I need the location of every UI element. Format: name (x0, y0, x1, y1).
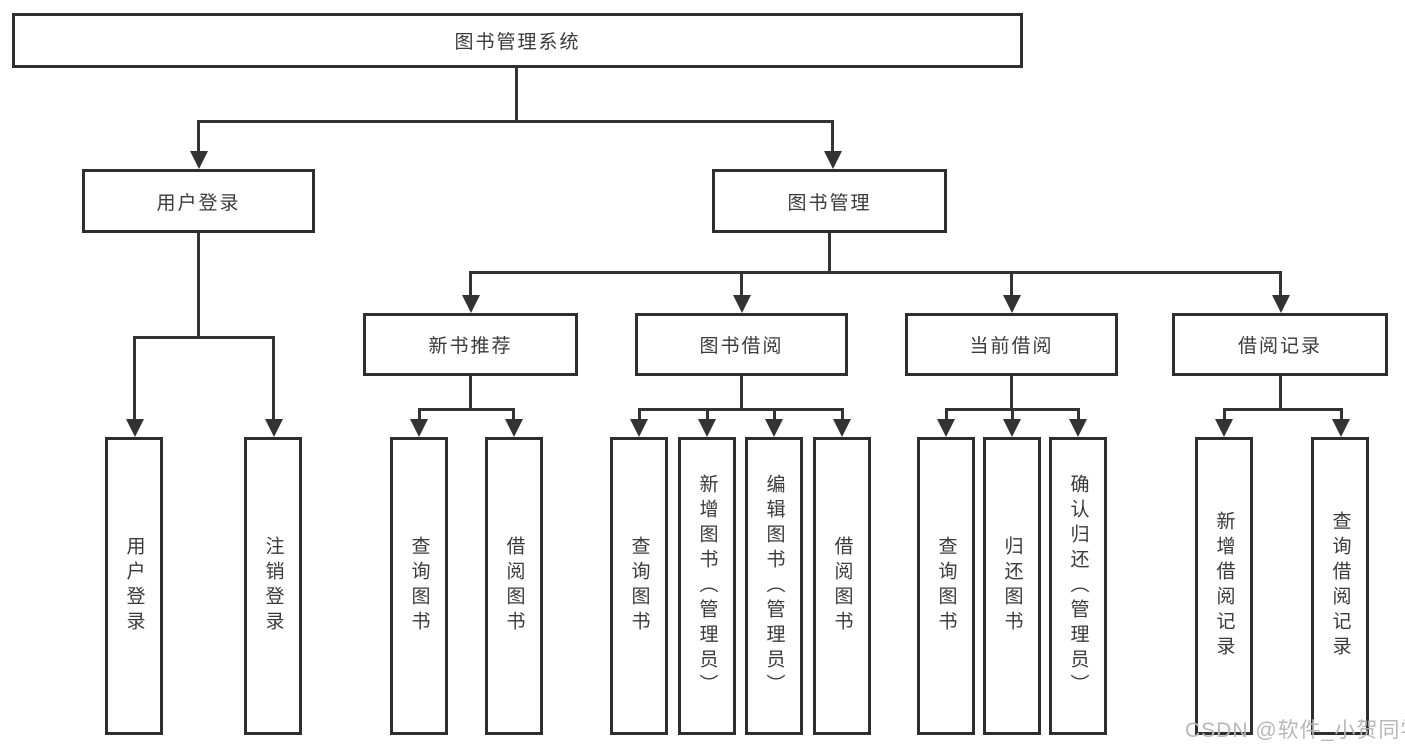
arrow-to-borrow-leaf3 (765, 419, 783, 437)
connector-root-stem (515, 68, 518, 120)
connector-recommend-leaf1-stem (418, 408, 421, 420)
node-user-login: 用户登录 (82, 169, 315, 233)
connector-login-leaf1-stem (133, 336, 136, 420)
node-borrow-record: 借阅记录 (1172, 313, 1388, 376)
connector-level3-rail (469, 271, 1282, 274)
leaf-confirm-return-admin: 确认归还（管理员） (1049, 437, 1107, 735)
arrow-to-recommend-leaf2 (505, 419, 523, 437)
connector-borrow-leaf1-stem (638, 408, 641, 420)
arrow-to-record-leaf2 (1332, 419, 1350, 437)
arrow-to-current (1003, 295, 1021, 313)
connector-login-rail (133, 336, 275, 339)
arrow-to-record-leaf1 (1215, 419, 1233, 437)
arrow-to-current-leaf3 (1069, 419, 1087, 437)
connector-record-rail (1223, 408, 1343, 411)
connector-current-leaf3-stem (1077, 408, 1080, 420)
csdn-watermark: CSDN @软件_小贺同学 (1185, 719, 1405, 742)
arrow-to-book-manage (824, 151, 842, 169)
connector-manage-down (828, 233, 831, 271)
leaf-logout: 注销登录 (244, 437, 302, 735)
arrow-to-borrow (733, 295, 751, 313)
arrow-to-current-leaf2 (1003, 419, 1021, 437)
leaf-user-login: 用户登录 (105, 437, 163, 735)
connector-borrow-down (740, 376, 743, 408)
arrow-to-recommend (462, 295, 480, 313)
leaf-recommend-query-books: 查询图书 (390, 437, 448, 735)
connector-login-stem (197, 120, 200, 152)
connector-record-leaf1-stem (1223, 408, 1226, 420)
arrow-to-borrow-leaf1 (630, 419, 648, 437)
connector-borrow-leaf2-stem (706, 408, 709, 420)
connector-manage-stem (831, 120, 834, 152)
connector-recommend-down (469, 376, 472, 408)
node-current-borrow: 当前借阅 (905, 313, 1118, 376)
leaf-recommend-borrow-books: 借阅图书 (485, 437, 543, 735)
leaf-return-books: 归还图书 (983, 437, 1041, 735)
leaf-add-borrow-record: 新增借阅记录 (1195, 437, 1253, 735)
connector-borrow-rail (638, 408, 844, 411)
connector-recommend-leaf2-stem (512, 408, 515, 420)
connector-login-down (197, 233, 200, 336)
arrow-to-login-leaf2 (265, 419, 283, 437)
arrow-to-borrow-leaf4 (833, 419, 851, 437)
node-new-book-recommend: 新书推荐 (363, 313, 578, 376)
leaf-current-query-books: 查询图书 (917, 437, 975, 735)
arrow-to-login-leaf1 (126, 419, 144, 437)
connector-borrow-stem (740, 271, 743, 296)
connector-recommend-rail (418, 408, 515, 411)
node-root-library-system: 图书管理系统 (12, 13, 1023, 68)
connector-current-leaf2-stem (1011, 408, 1014, 420)
leaf-edit-books-admin: 编辑图书（管理员） (745, 437, 803, 735)
node-book-borrow: 图书借阅 (635, 313, 848, 376)
connector-current-down (1010, 376, 1013, 408)
connector-record-stem (1279, 271, 1282, 296)
connector-current-stem (1010, 271, 1013, 296)
connector-current-leaf1-stem (945, 408, 948, 420)
connector-record-down (1279, 376, 1282, 408)
leaf-add-books-admin: 新增图书（管理员） (678, 437, 736, 735)
arrow-to-record (1272, 295, 1290, 313)
arrow-to-user-login (190, 151, 208, 169)
connector-level2-rail (197, 120, 834, 123)
connector-recommend-stem (469, 271, 472, 296)
connector-borrow-leaf3-stem (773, 408, 776, 420)
arrow-to-borrow-leaf2 (698, 419, 716, 437)
connector-login-leaf2-stem (272, 336, 275, 420)
leaf-borrow-query-books: 查询图书 (610, 437, 668, 735)
connector-record-leaf2-stem (1340, 408, 1343, 420)
arrow-to-recommend-leaf1 (410, 419, 428, 437)
connector-borrow-leaf4-stem (841, 408, 844, 420)
node-book-manage: 图书管理 (712, 169, 947, 233)
arrow-to-current-leaf1 (937, 419, 955, 437)
leaf-borrow-books: 借阅图书 (813, 437, 871, 735)
leaf-query-borrow-record: 查询借阅记录 (1311, 437, 1369, 735)
